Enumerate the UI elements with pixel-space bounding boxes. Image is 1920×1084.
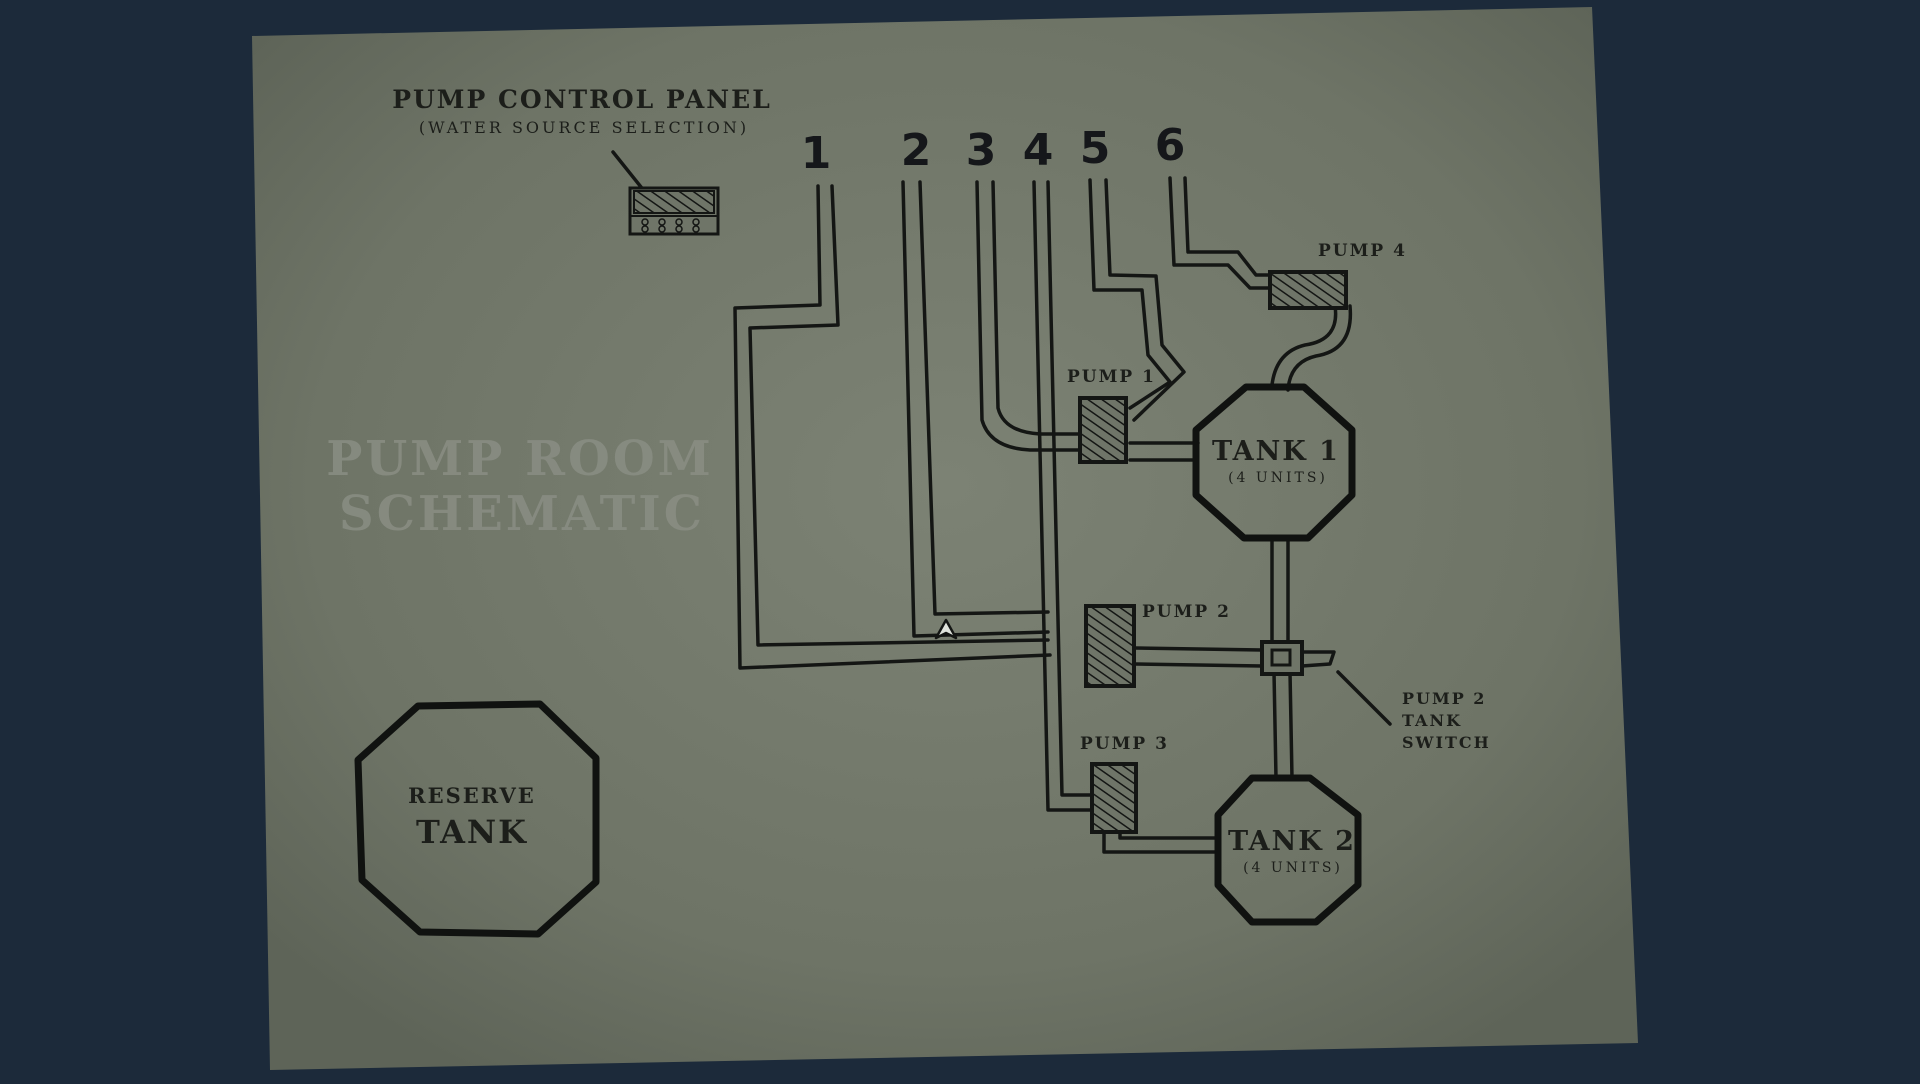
- reserve-tank[interactable]: [354, 700, 600, 938]
- switch-label-line3: SWITCH: [1402, 733, 1491, 752]
- pump-1-icon[interactable]: [1078, 396, 1128, 464]
- source-3-label: 3: [966, 125, 997, 176]
- tank-1[interactable]: [1192, 383, 1356, 542]
- pump-1-label: PUMP 1: [1067, 367, 1156, 387]
- control-panel-subtitle: (WATER SOURCE SELECTION): [419, 118, 749, 137]
- pump-4-label: PUMP 4: [1318, 241, 1407, 261]
- source-1-label: 1: [801, 128, 832, 179]
- source-4-label: 4: [1023, 125, 1054, 176]
- switch-label-line1: PUMP 2: [1402, 689, 1486, 708]
- tank-2[interactable]: [1214, 774, 1362, 926]
- schematic-heading-line1: PUMP ROOM: [326, 431, 714, 487]
- control-panel-title: PUMP CONTROL PANEL: [392, 85, 772, 114]
- pump-4-icon[interactable]: [1268, 270, 1348, 310]
- tank-2-name: TANK 2: [1228, 826, 1356, 857]
- switch-label-line2: TANK: [1402, 711, 1462, 730]
- pump-2-label: PUMP 2: [1142, 602, 1231, 622]
- tank-1-name: TANK 1: [1212, 436, 1340, 467]
- tank-1-capacity: (4 UNITS): [1228, 470, 1328, 486]
- source-5-label: 5: [1080, 123, 1111, 174]
- control-panel-icon[interactable]: [628, 186, 720, 236]
- schematic-heading-line2: SCHEMATIC: [339, 486, 705, 542]
- tank-2-capacity: (4 UNITS): [1243, 860, 1343, 876]
- source-2-label: 2: [901, 125, 932, 176]
- pump-2-tank-switch[interactable]: [1260, 640, 1336, 676]
- pipe-network: [733, 176, 1353, 854]
- panel-leader-line: [611, 150, 647, 194]
- pump-3-icon[interactable]: [1090, 762, 1138, 834]
- pump-2-icon[interactable]: [1084, 604, 1136, 688]
- reserve-tank-label-line2: TANK: [416, 813, 528, 851]
- pump-3-label: PUMP 3: [1080, 734, 1169, 754]
- reserve-tank-label-line1: RESERVE: [408, 783, 536, 808]
- cursor-arrow-icon: [934, 618, 958, 640]
- source-6-label: 6: [1155, 120, 1186, 171]
- switch-leader-line: [1336, 670, 1392, 726]
